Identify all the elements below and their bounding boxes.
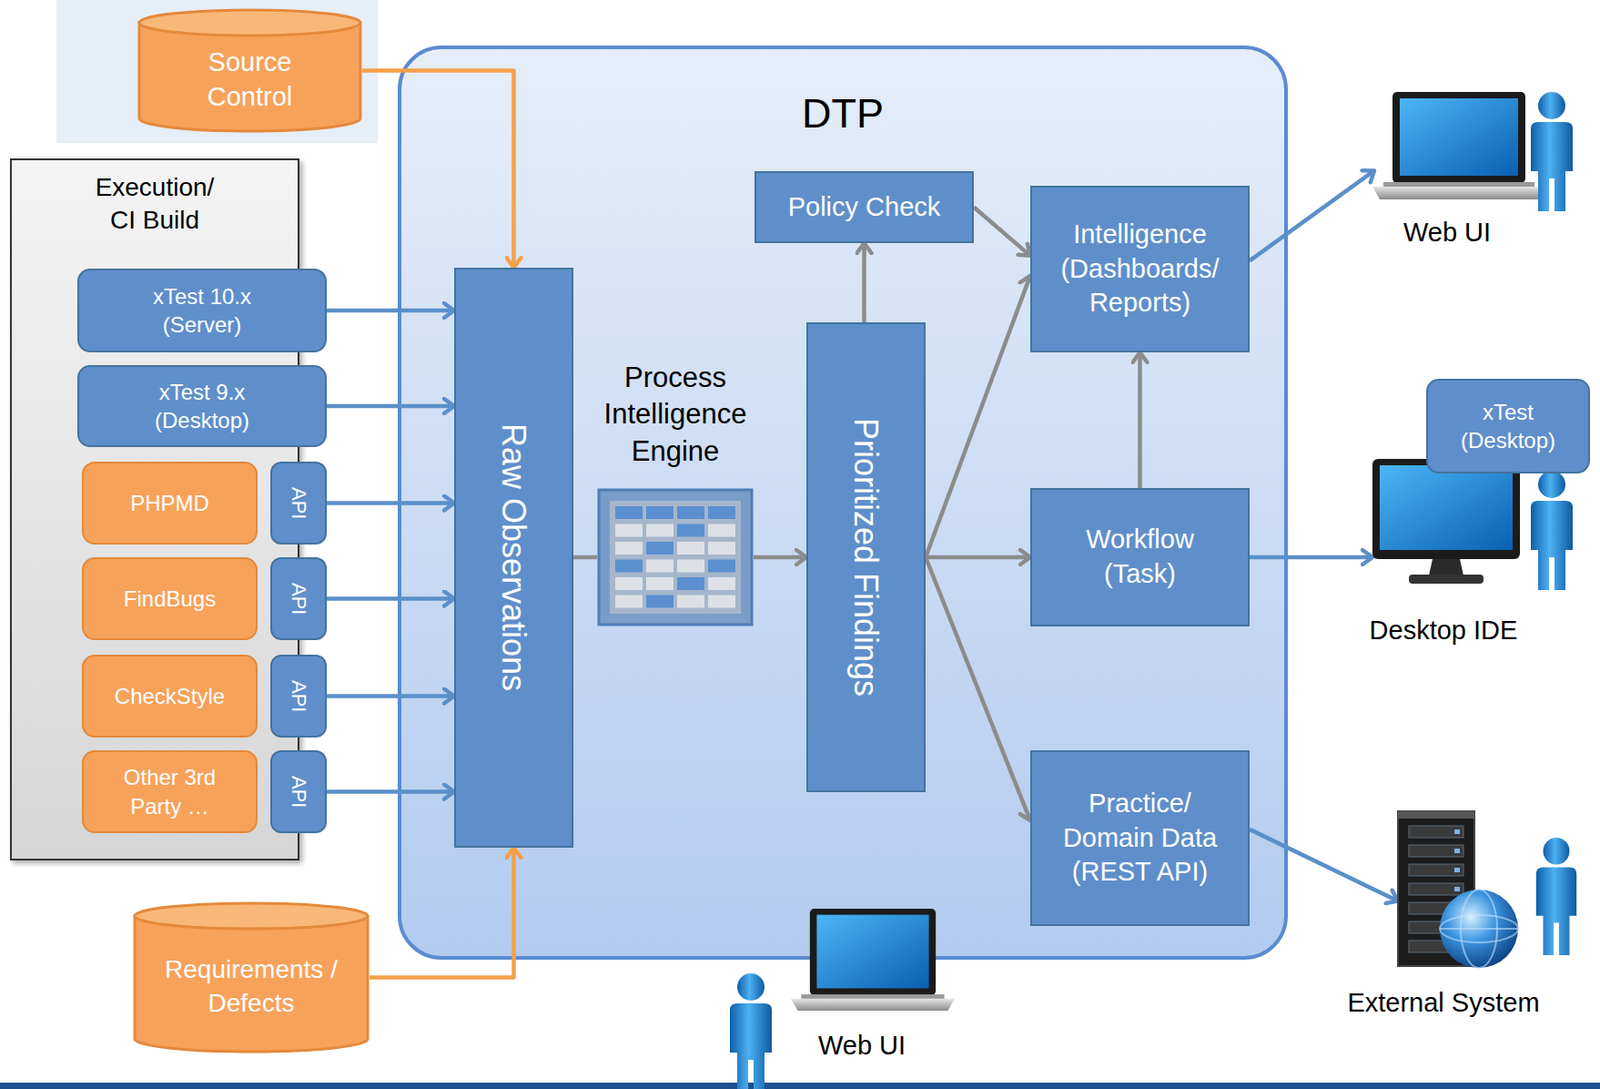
connector-arrow [925, 555, 1031, 560]
globe-icon [1437, 887, 1520, 970]
node-label: Intelligence (Dashboards/ Reports) [1049, 217, 1232, 321]
connector-arrow [369, 847, 515, 978]
person-icon [1530, 836, 1582, 955]
requirements-cylinder: Requirements / Defects [132, 901, 370, 1054]
web-ui-client: Web UI [718, 905, 961, 1089]
node-label: CheckStyle [114, 681, 225, 710]
node-label: PHPMD [130, 488, 210, 517]
connector-arrow [1249, 555, 1373, 560]
connector-arrow [1137, 352, 1143, 488]
process-box: Practice/ Domain Data (REST API) [1030, 749, 1250, 926]
engine-node: Process Intelligence Engine [578, 359, 772, 627]
table-icon [597, 487, 754, 627]
connector-arrow [326, 789, 455, 794]
person-icon [1525, 91, 1579, 212]
node-label: Web UI [793, 1028, 931, 1064]
api-box: API [270, 461, 327, 545]
footer-bar [0, 1082, 1600, 1089]
node-label: Desktop IDE [1337, 613, 1550, 649]
connector-arrow [925, 556, 1031, 821]
connector-arrow [326, 308, 455, 314]
connector-arrow [861, 243, 867, 323]
laptop-icon [790, 908, 955, 1013]
node-label: Process Intelligence Engine [587, 359, 765, 470]
third-party-box: PHPMD [81, 461, 258, 545]
source-control-cylinder: Source Control [137, 8, 363, 133]
node-label: Prioritized Findings [848, 417, 885, 697]
node-label: Execution/ CI Build [86, 171, 223, 238]
connector-arrow [326, 693, 455, 699]
external-system: External System [1310, 800, 1593, 1024]
node-label: xTest (Desktop) [1444, 397, 1572, 455]
process-box: Workflow (Task) [1030, 487, 1250, 627]
connector-arrow [362, 70, 515, 269]
dtp-container: DTP Raw Observations Process Intelligence … [397, 45, 1288, 960]
desktop-ide-client: Desktop IDE xTest (Desktop) [1337, 374, 1595, 650]
connector-arrow [753, 555, 807, 560]
connector-arrow [326, 596, 455, 601]
laptop-icon [1372, 91, 1546, 202]
connector-arrow [326, 404, 455, 409]
node-label: DTP [401, 87, 1285, 142]
node-label: API [287, 582, 310, 615]
node-label: Raw Observations [496, 423, 533, 691]
third-party-box: Other 3rd Party … [81, 749, 258, 833]
process-box: Policy Check [754, 171, 974, 244]
connector-arrow [1249, 829, 1398, 902]
connector-arrow [1249, 170, 1375, 261]
node-label: Policy Check [788, 190, 942, 225]
node-label: Requirements / Defects [163, 952, 339, 1020]
node-label: API [287, 775, 310, 808]
third-party-box: CheckStyle [81, 654, 258, 738]
node-label: Web UI [1356, 215, 1539, 251]
web-ui-client: Web UI [1356, 89, 1570, 254]
node-label: Other 3rd Party … [106, 762, 234, 820]
connector-arrow [573, 555, 598, 560]
monitor-icon [1372, 458, 1520, 588]
connector-arrow [326, 500, 455, 506]
person-icon [1525, 469, 1579, 590]
person-icon [724, 972, 778, 1089]
node-label: API [287, 679, 310, 712]
connector-arrow [973, 207, 1031, 256]
node-label: External System [1310, 985, 1577, 1021]
tool-box: xTest (Desktop) [1426, 378, 1590, 474]
node-label: FindBugs [123, 584, 216, 613]
node-label: Source Control [186, 45, 314, 114]
node-label: API [287, 486, 310, 519]
api-box: API [270, 654, 327, 738]
process-box: Prioritized Findings [806, 322, 926, 792]
tool-box: xTest 10.x (Server) [77, 268, 327, 353]
api-box: API [270, 749, 327, 833]
api-box: API [270, 556, 327, 640]
node-label: Practice/ Domain Data (REST API) [1055, 786, 1225, 890]
third-party-box: FindBugs [81, 556, 258, 640]
process-box: Raw Observations [454, 267, 574, 848]
execution-panel: Execution/ CI Build xTest 10.x (Server) xT… [10, 158, 300, 861]
tool-box: xTest 9.x (Desktop) [77, 364, 327, 447]
connector-arrow [925, 275, 1031, 557]
node-label: Workflow (Task) [1067, 522, 1214, 591]
backdrop-panel [56, 0, 378, 143]
node-label: xTest 10.x (Server) [129, 282, 275, 339]
process-box: Intelligence (Dashboards/ Reports) [1030, 185, 1250, 353]
node-label: xTest 9.x (Desktop) [129, 377, 275, 435]
